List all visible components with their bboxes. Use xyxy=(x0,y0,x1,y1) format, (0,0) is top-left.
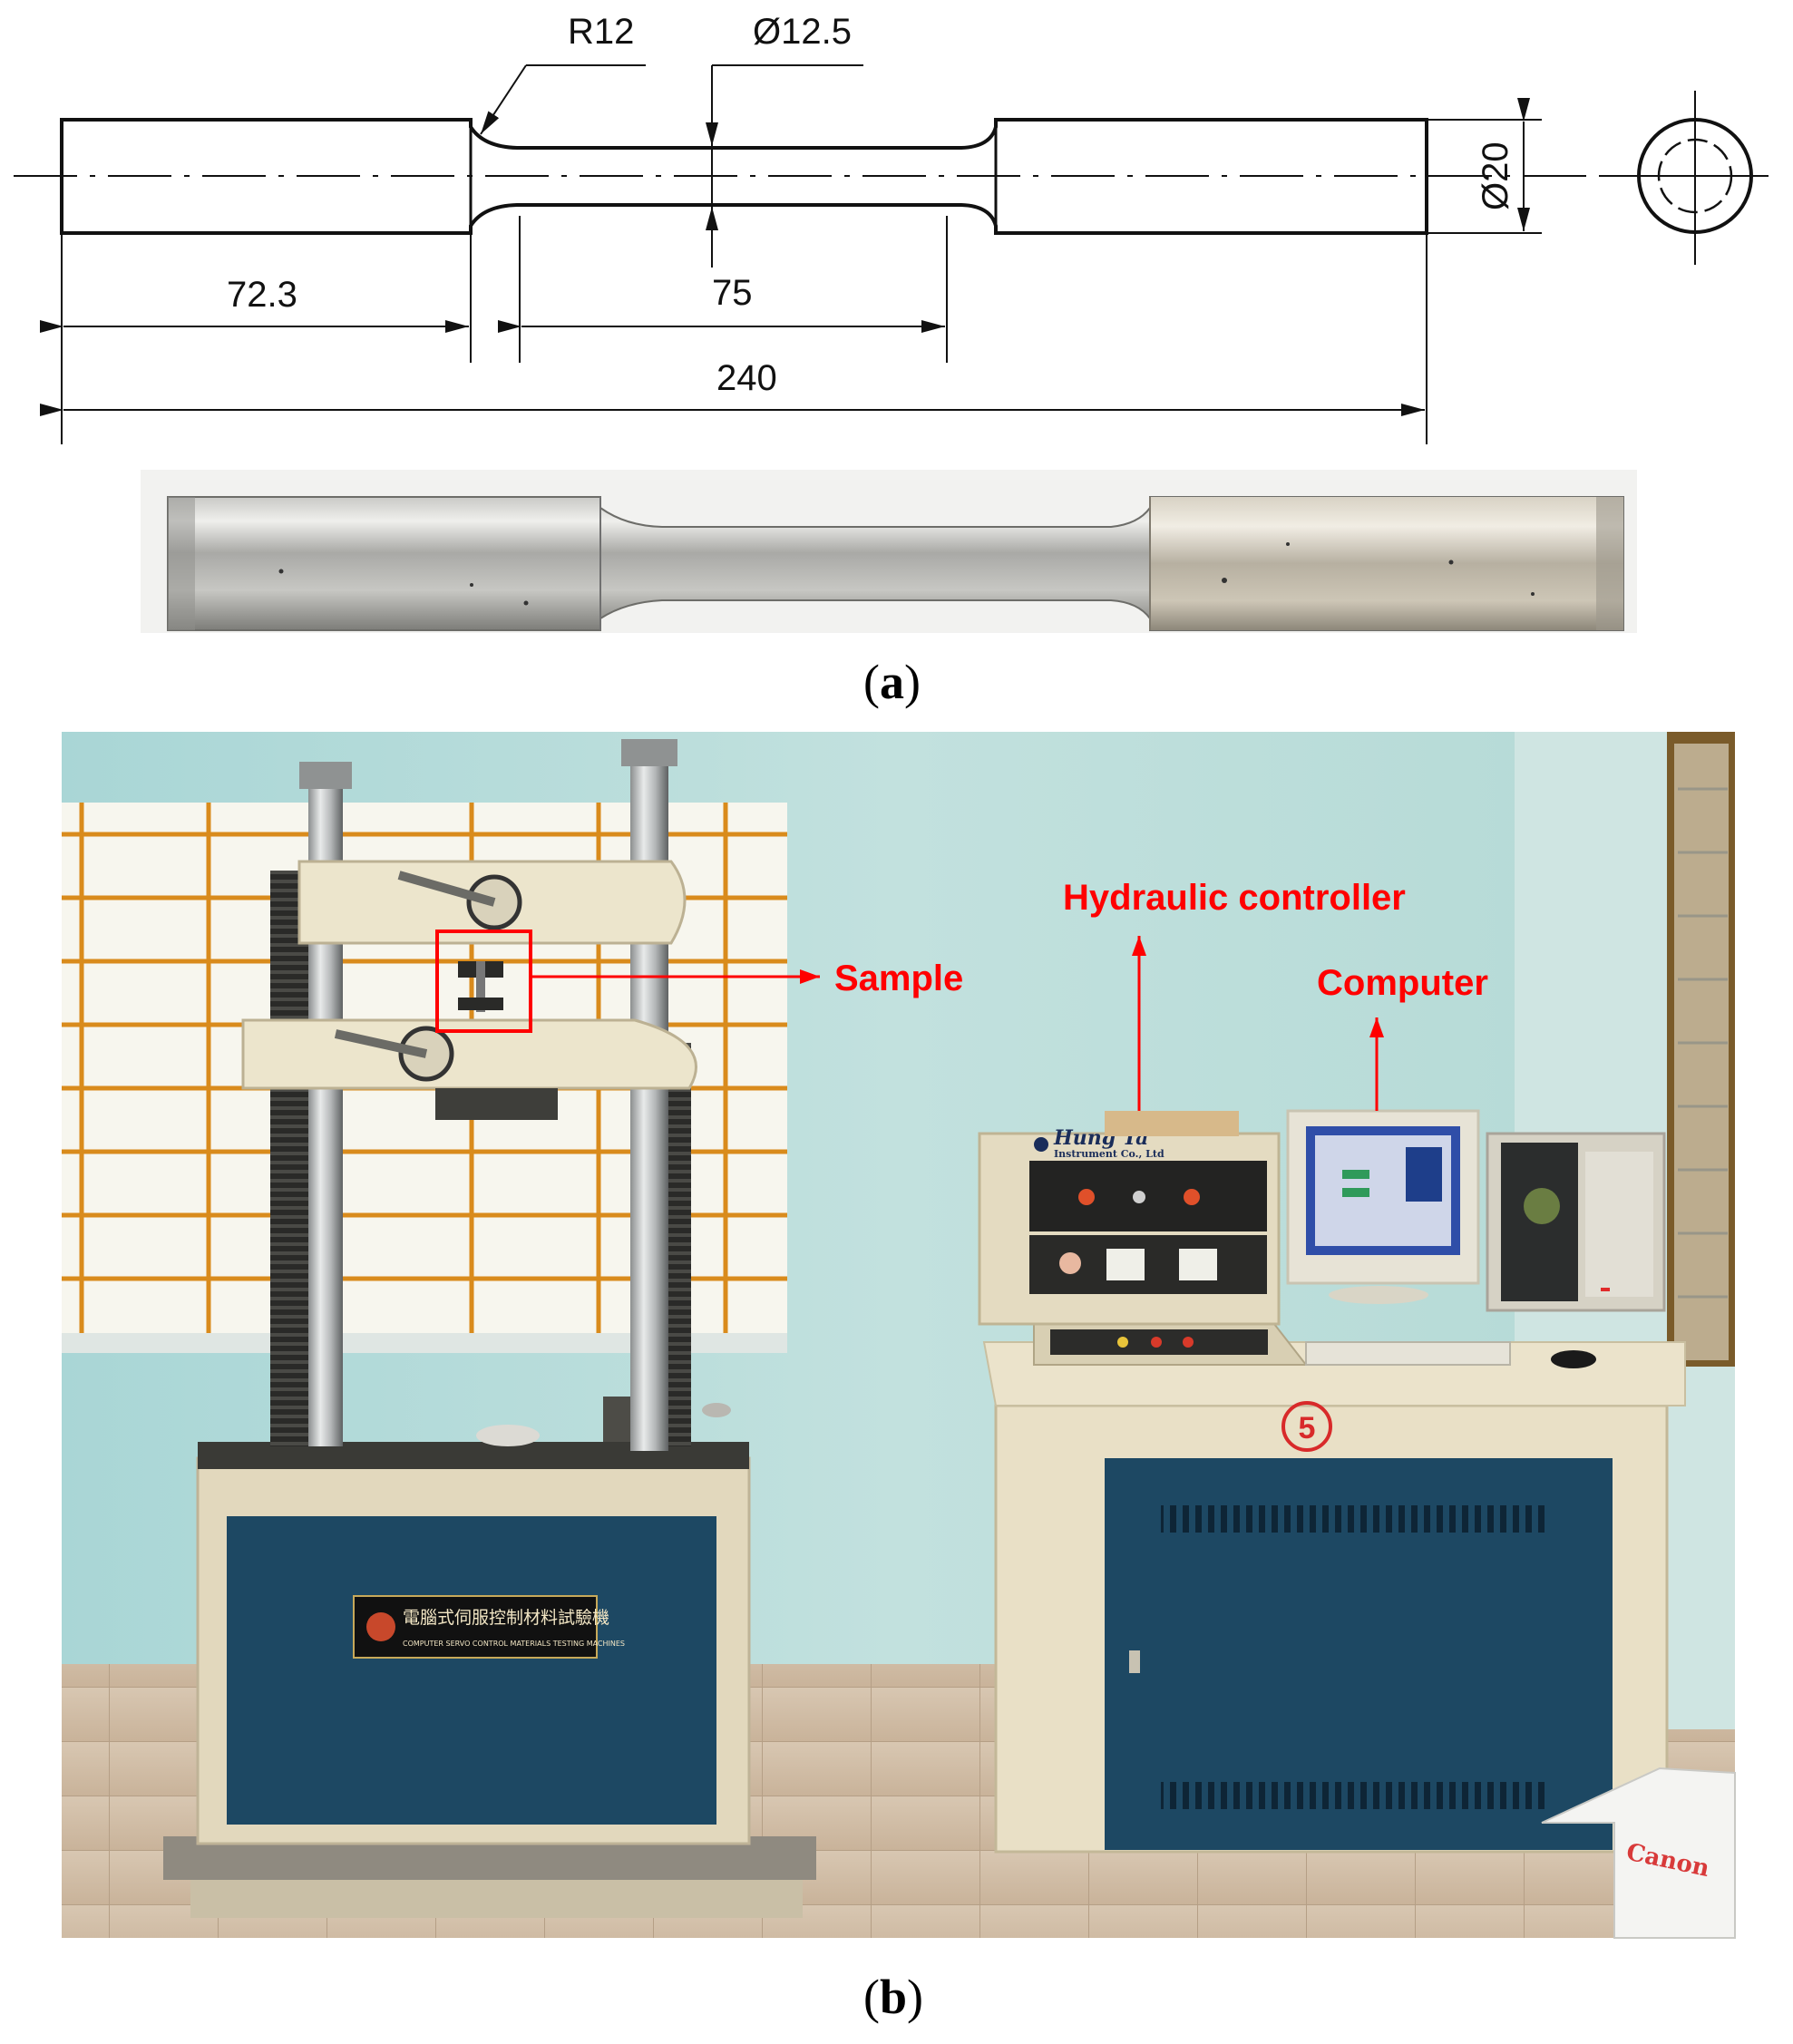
grip-length-label: 72.3 xyxy=(227,275,297,315)
caption-b: (b) xyxy=(863,1970,923,2024)
computer-label: Computer xyxy=(1317,963,1488,1003)
specimen-photo xyxy=(141,470,1637,633)
caption-b-letter: b xyxy=(880,1970,907,2024)
grip-diameter-label: Ø20 xyxy=(1476,141,1515,210)
gauge-diameter-label: Ø12.5 xyxy=(753,12,852,52)
gauge-length-label: 75 xyxy=(712,273,753,313)
caption-a-letter: a xyxy=(880,655,904,709)
fillet-radius-label: R12 xyxy=(568,12,634,52)
sample-highlight-box xyxy=(435,930,532,1033)
end-view xyxy=(1601,91,1769,265)
testing-machine: 電腦式伺服控制材料試驗機 COMPUTER SERVO CONTROL MATE… xyxy=(163,739,816,1918)
panel-b-photo: 電腦式伺服控制材料試驗機 COMPUTER SERVO CONTROL MATE… xyxy=(62,732,1736,2024)
controller-brand-sub: Instrument Co., Ltd xyxy=(1054,1148,1164,1160)
controller-console: 5 Hung Ta Instrument Co., Ltd xyxy=(978,1109,1686,1854)
total-length-label: 240 xyxy=(716,358,777,398)
hydraulic-controller-label: Hydraulic controller xyxy=(1063,878,1406,918)
leader-fillet-radius-arrow xyxy=(480,64,527,135)
caption-a: (a) xyxy=(863,655,921,709)
machine-label-cn: 電腦式伺服控制材料試驗機 xyxy=(403,1608,609,1628)
panel-a-drawing: R12 Ø12.5 72.3 75 240 Ø20 xyxy=(14,12,1769,709)
machine-label-en: COMPUTER SERVO CONTROL MATERIALS TESTING… xyxy=(403,1640,625,1648)
sample-label: Sample xyxy=(834,959,963,998)
station-number: 5 xyxy=(1299,1411,1316,1445)
canon-box: Canon xyxy=(1541,1767,1736,1939)
